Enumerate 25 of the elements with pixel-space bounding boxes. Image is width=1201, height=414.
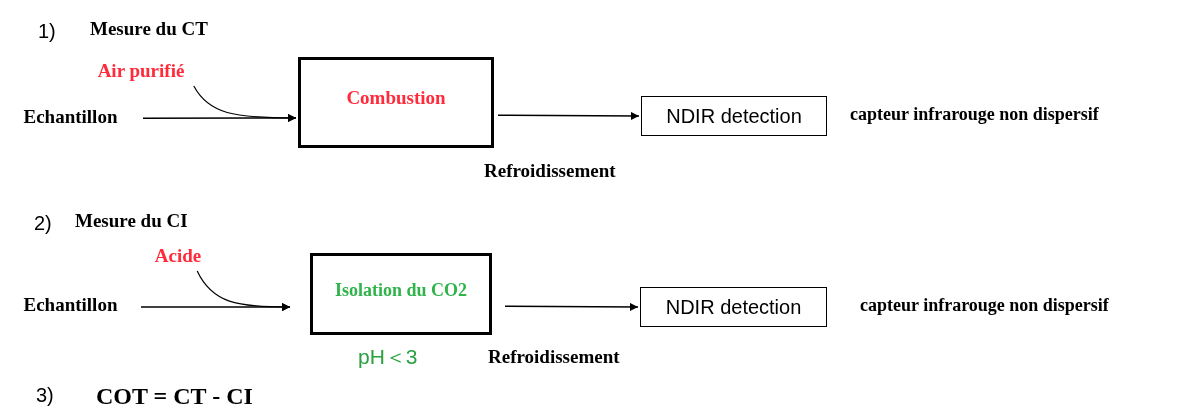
arrow bbox=[196, 270, 291, 312]
arrow bbox=[497, 111, 640, 120]
node-text: Air purifié bbox=[97, 60, 185, 82]
arrow bbox=[193, 85, 297, 122]
node-text: Acide bbox=[154, 245, 202, 267]
node-text: Isolation du CO2 bbox=[334, 279, 467, 301]
detector-box bbox=[640, 287, 827, 327]
node-caption: pH＜3 bbox=[358, 344, 418, 370]
arrow bbox=[504, 302, 639, 311]
step-number: 3) bbox=[36, 384, 54, 407]
node-text: NDIR detection bbox=[665, 295, 802, 319]
step-number: 1) bbox=[38, 20, 56, 43]
process-box bbox=[298, 57, 494, 148]
step-heading: Mesure du CI bbox=[75, 210, 188, 232]
node-text: Combustion bbox=[346, 86, 446, 109]
node-text: Echantillon bbox=[23, 106, 118, 128]
step-heading: Mesure du CT bbox=[90, 18, 208, 40]
detector-box bbox=[641, 96, 827, 136]
node-caption: capteur infrarouge non dispersif bbox=[860, 295, 1109, 316]
node-text: Echantillon bbox=[23, 294, 118, 316]
step-number: 2) bbox=[34, 212, 52, 235]
step-heading: COT = CT - CI bbox=[96, 383, 253, 410]
process-box bbox=[310, 253, 492, 335]
node-caption: capteur infrarouge non dispersif bbox=[850, 104, 1099, 125]
node-text: NDIR detection bbox=[666, 104, 802, 128]
